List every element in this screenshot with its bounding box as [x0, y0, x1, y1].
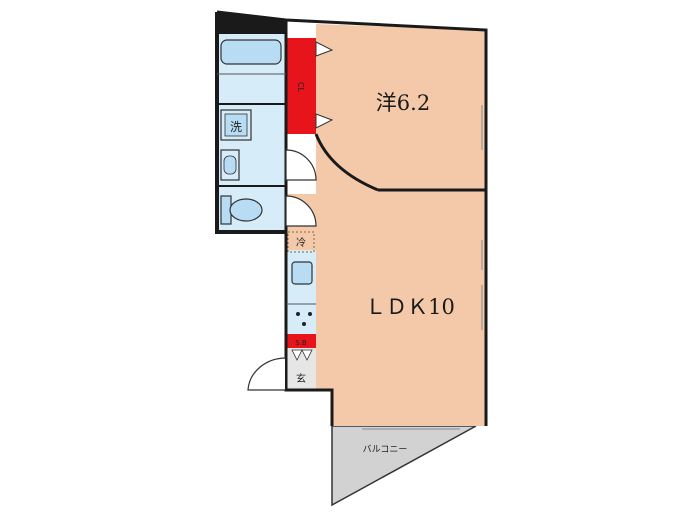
balcony-label: バルコニー: [363, 444, 408, 455]
main-floor: [286, 24, 486, 426]
entrance-door: [247, 357, 287, 391]
sliding-door-arc: [314, 133, 379, 192]
ldk-label: ＬＤＫ10: [365, 295, 455, 319]
shoe-cupboard-doors: [291, 349, 313, 361]
wall-corner: [217, 12, 286, 34]
fridge-label: 冷: [296, 236, 306, 249]
storage-label: S.B: [295, 339, 307, 347]
washer-label: 洗: [230, 120, 242, 134]
closet: [286, 38, 316, 134]
fridge-space: [287, 231, 315, 253]
entrance-area: [286, 348, 316, 390]
bathtub-icon: [220, 39, 282, 65]
storage-box: [286, 334, 316, 348]
closet-label: CL: [296, 82, 305, 93]
entrance-label: 玄: [296, 372, 306, 385]
toilet-icon: [220, 195, 263, 225]
bath-doors: [285, 149, 317, 227]
closet-door-icons: [315, 41, 334, 129]
stove-icon: [296, 312, 312, 326]
western-room-label: 洋6.2: [376, 91, 430, 115]
kitchen-sink-icon: [291, 261, 313, 285]
balcony-area: [331, 425, 477, 507]
